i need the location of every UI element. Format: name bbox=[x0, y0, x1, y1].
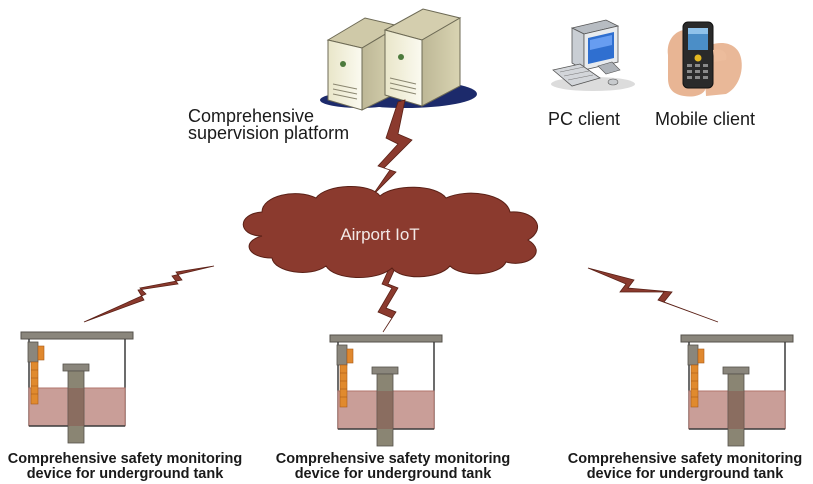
device-label-line1: Comprehensive safety monitoring bbox=[275, 451, 511, 467]
platform-label-line1: Comprehensive bbox=[188, 106, 315, 126]
device-label-line2: device for underground tank bbox=[26, 466, 224, 482]
device-label-line1: Comprehensive safety monitoring bbox=[567, 451, 803, 467]
server-pair-icon bbox=[320, 8, 477, 111]
link-cloud-device-3 bbox=[587, 267, 719, 323]
tank-device-3 bbox=[680, 334, 794, 447]
platform-label-line2: supervision platform bbox=[188, 123, 350, 143]
device-label-3: Comprehensive safety monitoring device f… bbox=[560, 452, 810, 482]
tank-device-2 bbox=[329, 334, 443, 447]
link-cloud-device-2 bbox=[377, 261, 399, 333]
tank-device-1 bbox=[20, 331, 134, 444]
link-cloud-device-1 bbox=[83, 265, 215, 323]
pc-client-label: PC client bbox=[548, 109, 621, 129]
mobile-client-label: Mobile client bbox=[655, 109, 756, 129]
device-label-1: Comprehensive safety monitoring device f… bbox=[0, 452, 250, 482]
device-label-line1: Comprehensive safety monitoring bbox=[7, 451, 243, 467]
device-label-line2: device for underground tank bbox=[294, 466, 492, 482]
cloud-label: Airport IoT bbox=[340, 225, 420, 244]
link-platform-cloud bbox=[371, 99, 413, 197]
desktop-computer-icon bbox=[551, 19, 635, 91]
device-label-2: Comprehensive safety monitoring device f… bbox=[268, 452, 518, 482]
device-label-line2: device for underground tank bbox=[586, 466, 784, 482]
platform-label: Comprehensive supervision platform bbox=[188, 106, 350, 143]
cloud-icon bbox=[242, 185, 539, 279]
handheld-device-icon bbox=[667, 21, 742, 97]
